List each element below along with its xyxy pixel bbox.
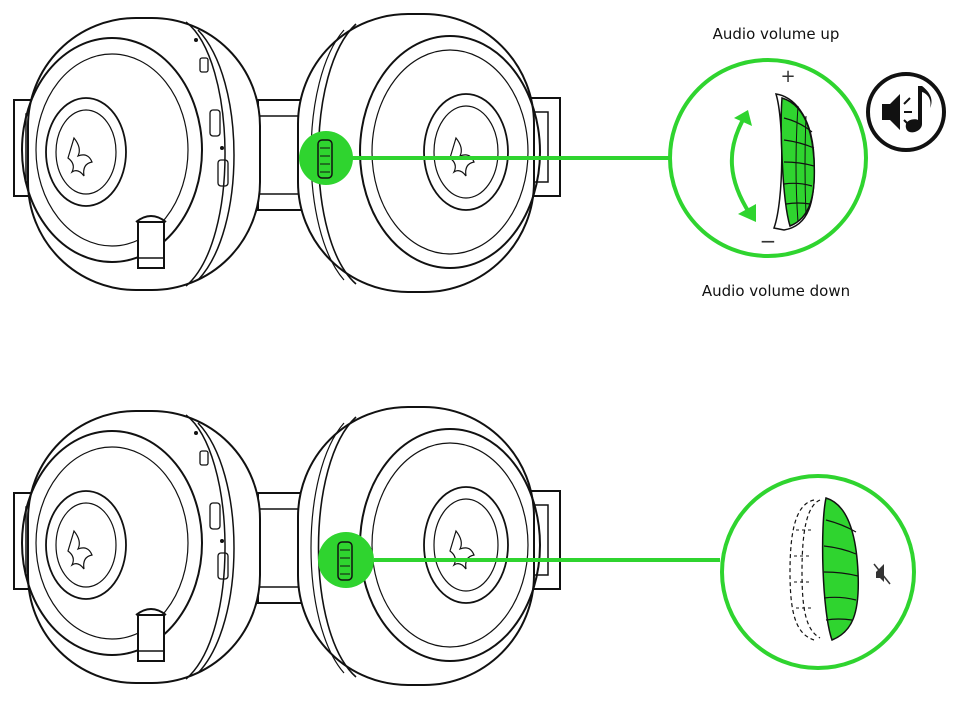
headset-illustration-bottom [14,407,560,685]
minus-sign: − [760,229,777,253]
volume-up-label: Audio volume up [713,25,840,43]
volume-wheel-highlight [299,131,353,185]
zoom-circle-mute [722,476,914,668]
headset-illustration-top [14,14,560,292]
volume-panel: + − Audio volume up Audio volume down [14,14,944,300]
plus-sign: + [780,66,795,87]
mute-panel [14,407,914,685]
volume-down-label: Audio volume down [702,282,850,300]
zoom-circle-volume [670,60,866,256]
volume-music-icon [868,74,944,150]
